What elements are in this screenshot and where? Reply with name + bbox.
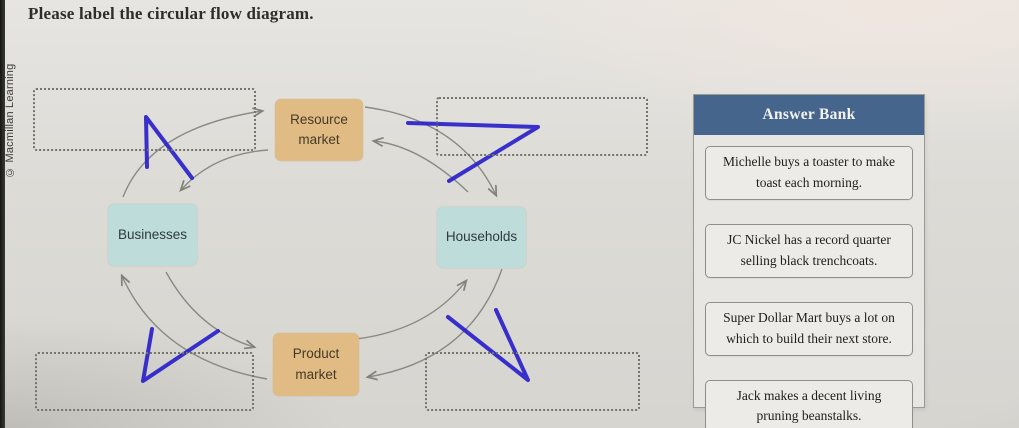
- flow-arrow-resource-market-to-businesses: [181, 149, 269, 190]
- flow-arrow-product-market-to-households: [355, 281, 466, 340]
- drop-zone-bottom-right[interactable]: [425, 352, 640, 411]
- flow-arrow-businesses-to-product-market: [165, 271, 254, 347]
- screen-left-edge: [0, 0, 5, 428]
- answer-bank-item[interactable]: JC Nickel has a record quarter selling b…: [705, 223, 913, 278]
- node-product-market: Product market: [273, 333, 359, 396]
- drop-zone-top-right[interactable]: [436, 97, 648, 156]
- answer-bank-header: Answer Bank: [694, 95, 924, 135]
- answer-bank-item[interactable]: Michelle buys a toaster to make toast ea…: [705, 146, 913, 200]
- answer-bank-body: Michelle buys a toaster to make toast ea…: [694, 135, 924, 428]
- answer-bank-item[interactable]: Super Dollar Mart buys a lot on which to…: [705, 301, 913, 356]
- node-resource-market: Resource market: [275, 99, 363, 161]
- drop-zone-bottom-left[interactable]: [35, 352, 254, 411]
- node-businesses: Businesses: [108, 204, 197, 266]
- answer-bank-item[interactable]: Jack makes a decent living pruning beans…: [705, 379, 913, 428]
- node-households: Households: [437, 207, 526, 268]
- drop-zone-top-left[interactable]: [33, 88, 256, 151]
- answer-bank-panel: Answer Bank Michelle buys a toaster to m…: [693, 94, 925, 428]
- page-title: Please label the circular flow diagram.: [28, 4, 314, 23]
- macmillan-learning-watermark: © Macmillan Learning: [4, 63, 16, 178]
